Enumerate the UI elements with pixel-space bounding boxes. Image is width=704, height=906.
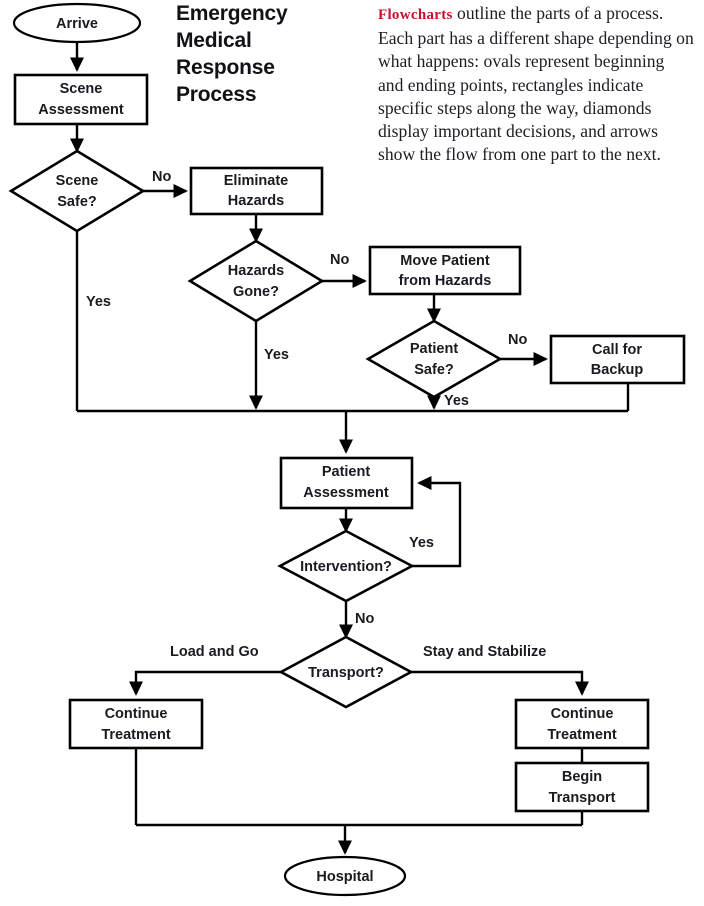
node-scene-safe[interactable]: Scene Safe? bbox=[8, 149, 146, 233]
node-continue-treatment-left[interactable]: Continue Treatment bbox=[68, 698, 204, 750]
edge-intervention-yes-loop bbox=[412, 476, 462, 568]
node-move-patient-from-hazards[interactable]: Move Patient from Hazards bbox=[368, 245, 522, 296]
node-transport[interactable]: Transport? bbox=[278, 635, 414, 709]
node-continue-treatment-right-label-line1: Continue bbox=[551, 706, 614, 722]
node-transport-label: Transport? bbox=[308, 665, 384, 681]
title-line-4: Process bbox=[176, 83, 257, 106]
node-call-for-backup[interactable]: Call for Backup bbox=[549, 334, 686, 385]
node-call-backup-label-line1: Call for bbox=[592, 342, 642, 358]
edge-label-load-and-go: Load and Go bbox=[170, 644, 259, 660]
description-body: outline the parts of a process. Each par… bbox=[378, 3, 694, 165]
node-scene-assessment-label-line1: Scene bbox=[60, 81, 103, 97]
edge-label-patient-safe-no: No bbox=[508, 332, 527, 348]
node-hospital[interactable]: Hospital bbox=[283, 855, 407, 897]
edge-transport-stay-and-stabilize bbox=[411, 670, 589, 696]
node-move-patient-label-line2: from Hazards bbox=[399, 273, 492, 289]
node-patient-assessment[interactable]: Patient Assessment bbox=[279, 456, 414, 510]
node-patient-assessment-label-line2: Assessment bbox=[303, 485, 389, 501]
edge-label-scene-safe-no: No bbox=[152, 169, 171, 185]
node-eliminate-hazards[interactable]: Eliminate Hazards bbox=[189, 166, 324, 216]
edge-label-hazards-gone-yes: Yes bbox=[264, 347, 289, 363]
node-scene-assessment-label-line2: Assessment bbox=[38, 102, 124, 118]
edge-transport-load-and-go bbox=[129, 670, 281, 696]
edge-label-stay-and-stabilize: Stay and Stabilize bbox=[423, 644, 546, 660]
edge-label-intervention-yes: Yes bbox=[409, 535, 434, 551]
node-scene-safe-label-line1: Scene bbox=[56, 173, 99, 189]
node-eliminate-hazards-label-line2: Hazards bbox=[228, 193, 284, 209]
node-continue-treatment-right[interactable]: Continue Treatment bbox=[514, 698, 650, 750]
node-continue-treatment-left-label-line1: Continue bbox=[105, 706, 168, 722]
node-continue-treatment-right-label-line2: Treatment bbox=[547, 727, 616, 743]
node-arrive-label: Arrive bbox=[56, 16, 98, 32]
node-scene-safe-label-line2: Safe? bbox=[57, 194, 97, 210]
title-line-3: Response bbox=[176, 56, 275, 79]
node-call-backup-label-line2: Backup bbox=[591, 362, 644, 378]
description-paragraph: Flowcharts outline the parts of a proces… bbox=[378, 2, 694, 166]
title-line-2: Medical bbox=[176, 29, 252, 52]
chart-title: Emergency Medical Response Process bbox=[176, 0, 341, 108]
edge-label-intervention-no: No bbox=[355, 611, 374, 627]
node-patient-safe[interactable]: Patient Safe? bbox=[365, 319, 503, 399]
node-continue-treatment-left-label-line2: Treatment bbox=[101, 727, 170, 743]
node-begin-transport-label-line2: Transport bbox=[549, 790, 616, 806]
title-line-1: Emergency bbox=[176, 2, 288, 25]
node-intervention-label: Intervention? bbox=[300, 559, 392, 575]
node-patient-assessment-label-line1: Patient bbox=[322, 464, 371, 480]
node-hazards-gone-label-line2: Gone? bbox=[233, 284, 279, 300]
node-patient-safe-label-line2: Safe? bbox=[414, 362, 454, 378]
node-hospital-label: Hospital bbox=[316, 869, 373, 885]
node-move-patient-label-line1: Move Patient bbox=[400, 253, 490, 269]
node-hazards-gone-label-line1: Hazards bbox=[228, 263, 284, 279]
node-patient-safe-label-line1: Patient bbox=[410, 341, 459, 357]
node-arrive[interactable]: Arrive bbox=[12, 2, 142, 44]
node-hazards-gone[interactable]: Hazards Gone? bbox=[187, 239, 325, 323]
edge-label-scene-safe-yes: Yes bbox=[86, 294, 111, 310]
node-eliminate-hazards-label-line1: Eliminate bbox=[224, 173, 288, 189]
node-begin-transport-label-line1: Begin bbox=[562, 769, 602, 785]
node-scene-assessment[interactable]: Scene Assessment bbox=[13, 73, 149, 126]
edge-label-patient-safe-yes: Yes bbox=[444, 393, 469, 409]
edge-label-hazards-gone-no: No bbox=[330, 252, 349, 268]
node-intervention[interactable]: Intervention? bbox=[277, 529, 415, 603]
description-lead-word: Flowcharts bbox=[378, 7, 453, 23]
node-begin-transport[interactable]: Begin Transport bbox=[514, 761, 650, 813]
